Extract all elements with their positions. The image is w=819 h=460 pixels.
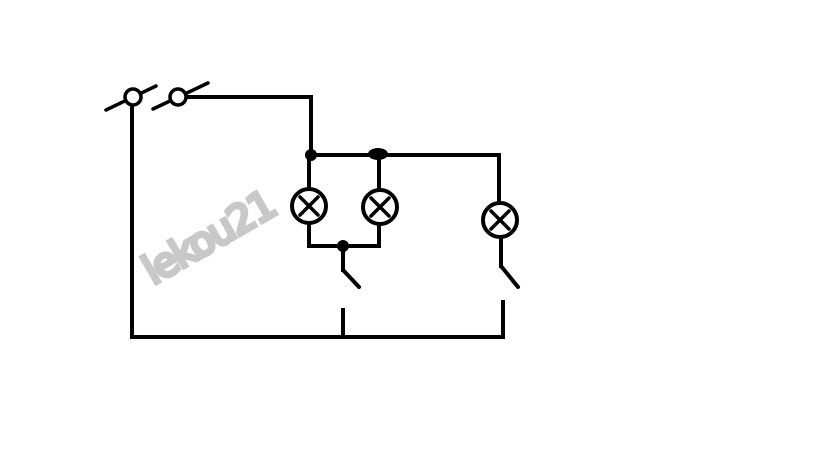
junction-dot: [337, 240, 349, 252]
fuse-icon: [151, 81, 210, 111]
junction-dot: [305, 149, 317, 161]
fuse-icon: [104, 84, 158, 112]
lamp-icon: [481, 201, 519, 239]
switch-icon: [341, 268, 361, 289]
lamp-icon: [361, 188, 399, 226]
lamp-icon: [290, 187, 328, 225]
switch-icon: [499, 264, 520, 289]
junction-dot: [368, 148, 388, 160]
